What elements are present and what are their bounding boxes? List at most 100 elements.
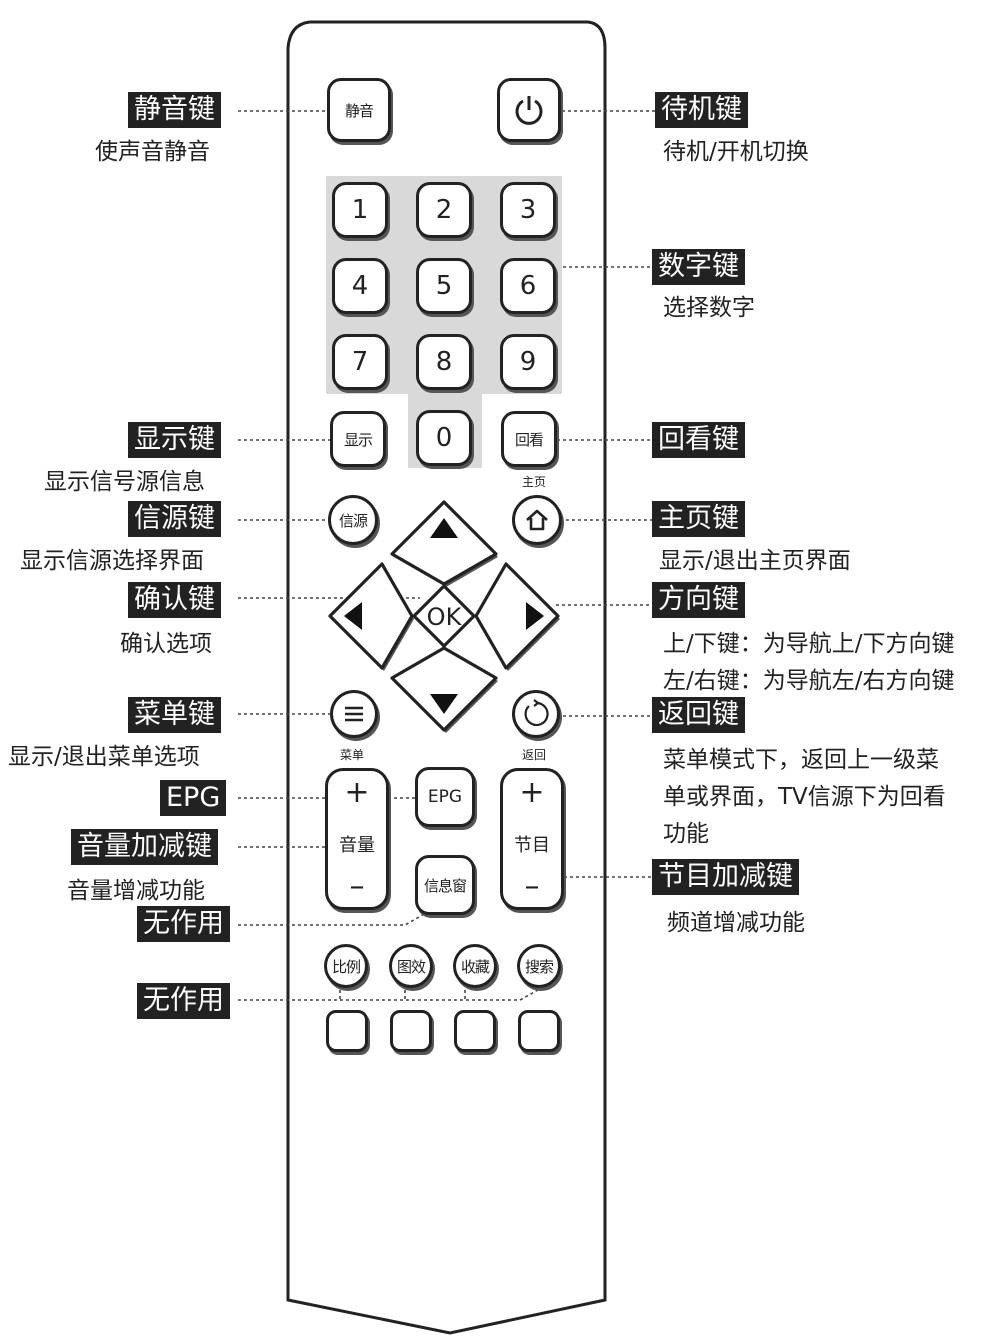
number-key-label: 7 (351, 347, 369, 377)
color-button-3[interactable] (454, 1010, 496, 1052)
menu-lines-icon (345, 706, 363, 722)
back-key-desc-2: 单或界面，TV信源下为回看 (663, 784, 946, 810)
back-button[interactable] (512, 690, 560, 738)
source-button[interactable]: 信源 (328, 495, 378, 545)
number-key-label: 3 (519, 195, 537, 225)
number-key-label: 1 (351, 195, 369, 225)
mute-button-label: 静音 (344, 101, 374, 120)
number-key-5[interactable]: 5 (416, 258, 472, 314)
replay-button[interactable]: 回看 (501, 411, 557, 467)
replay-button-label: 回看 (514, 430, 544, 449)
channel-key-desc: 频道增减功能 (667, 910, 805, 936)
epg-button[interactable]: EPG (415, 767, 475, 827)
number-key-label: 6 (519, 271, 537, 301)
picture-effect-button[interactable]: 图效 (389, 944, 433, 988)
left-arrow-button[interactable] (328, 562, 414, 670)
number-key-label: 4 (351, 271, 369, 301)
search-button[interactable]: 搜索 (517, 944, 561, 988)
info-window-button-label: 信息窗 (423, 876, 467, 895)
ratio-button[interactable]: 比例 (324, 944, 368, 988)
ok-key-title: 确认键 (128, 582, 221, 618)
triangle-down-icon (430, 694, 458, 714)
right-arrow-button[interactable] (474, 562, 560, 670)
ok-key-desc: 确认选项 (120, 631, 212, 657)
volume-key-desc: 音量增减功能 (67, 878, 205, 904)
source-key-title: 信源键 (128, 501, 221, 537)
triangle-up-icon (430, 518, 458, 538)
home-icon (526, 509, 548, 531)
replay-key-title: 回看键 (652, 422, 745, 458)
ok-button[interactable] (412, 584, 476, 648)
mute-key-desc: 使声音静音 (95, 139, 210, 165)
volume-minus-button[interactable]: – (349, 869, 365, 904)
info-window-button[interactable]: 信息窗 (415, 855, 475, 915)
power-icon (515, 96, 543, 125)
home-button[interactable] (512, 495, 562, 545)
bottom-no-function-title: 无作用 (137, 983, 230, 1019)
triangle-left-icon (344, 602, 362, 630)
direction-key-desc-1: 上/下键：为导航上/下方向键 (663, 631, 955, 657)
volume-key-title: 音量加减键 (71, 829, 218, 865)
number-key-label: 2 (435, 195, 453, 225)
display-button-label: 显示 (343, 430, 373, 449)
home-caption: 主页 (522, 475, 547, 489)
standby-key-title: 待机键 (655, 92, 748, 128)
favorite-button[interactable]: 收藏 (453, 944, 497, 988)
color-button-4[interactable] (518, 1010, 560, 1052)
epg-button-label: EPG (427, 787, 463, 807)
number-key-4[interactable]: 4 (332, 258, 388, 314)
home-key-title: 主页键 (652, 501, 745, 537)
source-key-desc: 显示信源选择界面 (20, 548, 204, 574)
number-key-title: 数字键 (652, 249, 745, 285)
number-key-2[interactable]: 2 (416, 182, 472, 238)
number-key-3[interactable]: 3 (500, 182, 556, 238)
volume-rocker[interactable]: + 音量 – (325, 768, 389, 910)
number-key-label: 5 (435, 271, 453, 301)
search-button-label: 搜索 (524, 957, 554, 976)
display-key-title: 显示键 (128, 422, 221, 458)
channel-label: 节目 (514, 835, 550, 856)
down-arrow-button[interactable] (390, 646, 498, 732)
number-key-9[interactable]: 9 (500, 334, 556, 390)
up-arrow-button-face[interactable] (390, 500, 498, 586)
number-key-7[interactable]: 7 (332, 334, 388, 390)
direction-key-title: 方向键 (652, 582, 745, 618)
menu-key-desc: 显示/退出菜单选项 (8, 744, 200, 770)
number-key-label: 9 (519, 347, 537, 377)
direction-key-desc-2: 左/右键：为导航左/右方向键 (663, 668, 955, 694)
home-key-desc: 显示/退出主页界面 (659, 548, 851, 574)
back-key-desc-1: 菜单模式下，返回上一级菜 (663, 747, 939, 773)
menu-button[interactable] (330, 690, 378, 738)
display-key-desc: 显示信号源信息 (44, 469, 205, 495)
volume-label: 音量 (339, 835, 375, 856)
back-caption: 返回 (522, 748, 547, 762)
mute-key-title: 静音键 (128, 92, 221, 128)
picture-effect-button-label: 图效 (396, 957, 426, 976)
channel-key-title: 节目加减键 (652, 859, 799, 895)
number-key-label: 8 (435, 347, 453, 377)
channel-minus-button[interactable]: – (524, 869, 540, 904)
source-button-label: 信源 (338, 511, 368, 530)
triangle-right-icon (526, 602, 544, 630)
number-key-label: 0 (435, 423, 453, 453)
return-arrow-icon (524, 699, 549, 727)
display-button[interactable]: 显示 (330, 411, 386, 467)
epg-key-title: EPG (160, 780, 227, 816)
channel-plus-button[interactable]: + (519, 775, 545, 810)
color-button-1[interactable] (326, 1010, 368, 1052)
back-key-desc-3: 功能 (663, 821, 709, 847)
number-key-1[interactable]: 1 (332, 182, 388, 238)
menu-key-title: 菜单键 (128, 697, 221, 733)
standby-key-desc: 待机/开机切换 (663, 139, 809, 165)
power-button[interactable] (497, 78, 561, 142)
color-button-2[interactable] (390, 1010, 432, 1052)
channel-rocker[interactable]: + 节目 – (500, 768, 564, 910)
number-key-8[interactable]: 8 (416, 334, 472, 390)
mute-button[interactable]: 静音 (327, 78, 391, 142)
number-key-0[interactable]: 0 (416, 410, 472, 466)
number-key-6[interactable]: 6 (500, 258, 556, 314)
direction-pad: OK (328, 500, 560, 733)
volume-plus-button[interactable]: + (344, 775, 370, 810)
ratio-button-label: 比例 (331, 957, 361, 976)
